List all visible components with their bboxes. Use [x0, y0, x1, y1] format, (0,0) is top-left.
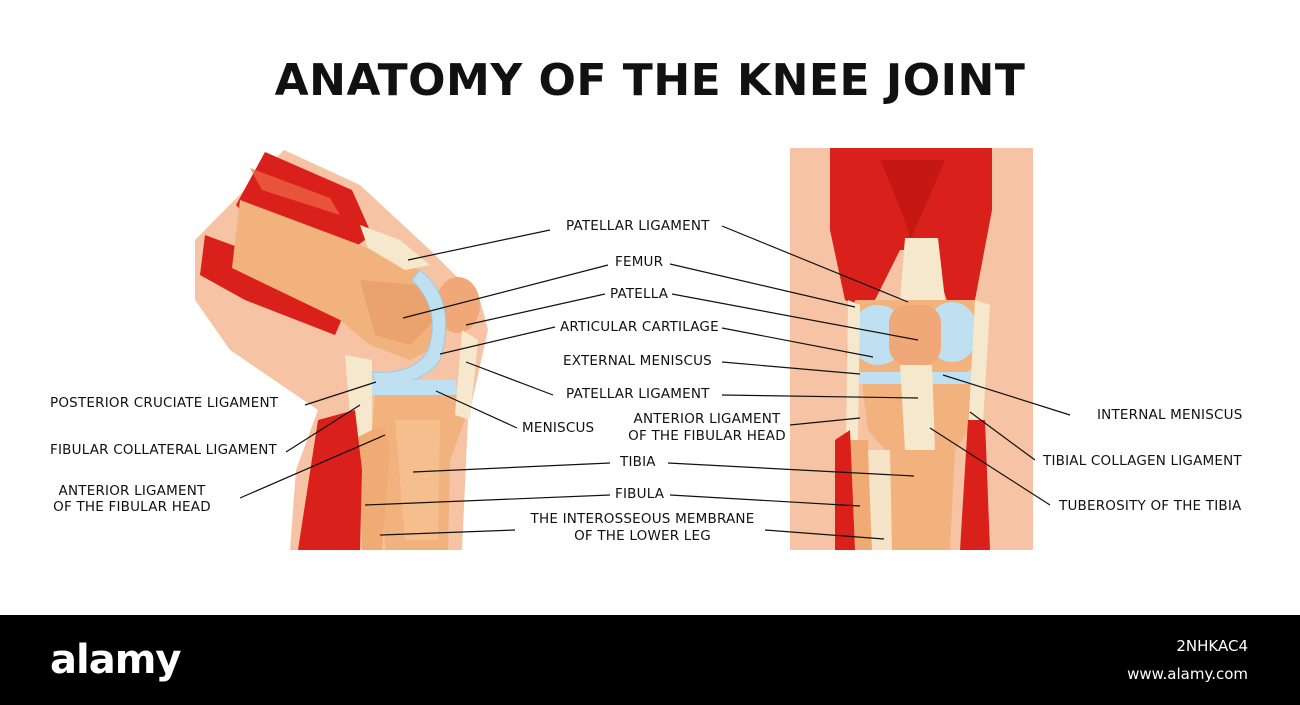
label-articular-cartilage: ARTICULAR CARTILAGE: [560, 319, 719, 335]
side-view-knee: [195, 150, 488, 550]
leader-patellar-ligament-mid-right: [721, 394, 919, 399]
leader-anterior-ligament-center: [789, 417, 861, 426]
leader-tibial-collagen: [969, 411, 1036, 461]
label-posterior-cruciate: POSTERIOR CRUCIATE LIGAMENT: [50, 395, 279, 411]
front-fibula: [848, 440, 872, 550]
leader-articular-cartilage-left: [439, 326, 556, 355]
stock-footer-bar: alamy 2NHKAC4 www.alamy.com: [0, 615, 1300, 705]
label-patella: PATELLA: [610, 286, 669, 302]
label-tibial-collagen: TIBIAL COLLAGEN LIGAMENT: [1043, 453, 1242, 469]
label-internal-meniscus: INTERNAL MENISCUS: [1097, 407, 1243, 423]
leader-femur-left: [402, 264, 609, 319]
alamy-logo: alamy: [50, 637, 181, 683]
label-tuberosity: TUBEROSITY OF THE TIBIA: [1059, 498, 1242, 514]
leader-interosseous-left: [379, 529, 516, 536]
leader-fibula-left: [364, 494, 611, 506]
leader-fibular-collateral: [285, 404, 361, 453]
leader-tibia-right: [667, 462, 915, 477]
leader-articular-cartilage-right: [721, 327, 874, 358]
side-patellar-ligament: [455, 330, 478, 420]
label-anterior-ligament-left-2: OF THE FIBULAR HEAD: [53, 499, 211, 515]
label-patellar-ligament-top: PATELLAR LIGAMENT: [566, 218, 710, 234]
knee-anatomy-illustration: [195, 148, 1071, 550]
leader-patella-right: [671, 293, 919, 341]
leader-fibula-right: [669, 494, 861, 507]
front-medial-ligament: [968, 300, 990, 440]
leader-anterior-ligament-left: [239, 434, 386, 499]
leader-patellar-ligament-top-right: [721, 225, 909, 303]
label-meniscus: MENISCUS: [522, 420, 595, 436]
leader-tuberosity: [929, 427, 1051, 506]
side-tibia-highlight: [395, 420, 440, 540]
leader-interosseous-right: [764, 529, 885, 540]
site-url: www.alamy.com: [1127, 665, 1248, 683]
label-fibula: FIBULA: [615, 486, 665, 502]
front-lower-muscle-left: [835, 430, 855, 550]
label-anterior-ligament-center-1: ANTERIOR LIGAMENT: [633, 411, 781, 427]
leader-patellar-ligament-mid-left: [465, 361, 554, 396]
label-anterior-ligament-center-2: OF THE FIBULAR HEAD: [628, 428, 786, 444]
front-patella: [889, 305, 941, 365]
side-patella: [436, 277, 480, 333]
leader-meniscus: [435, 390, 518, 429]
image-id: 2NHKAC4: [1176, 637, 1248, 655]
leader-internal-meniscus: [942, 374, 1071, 416]
label-fibular-collateral: FIBULAR COLLATERAL LIGAMENT: [50, 442, 277, 458]
leader-patellar-ligament-top-left: [407, 229, 551, 261]
label-patellar-ligament-mid: PATELLAR LIGAMENT: [566, 386, 710, 402]
label-tibia: TIBIA: [620, 454, 656, 470]
front-thigh-muscle-shade: [880, 160, 945, 240]
side-fibula: [355, 428, 390, 550]
page-title: ANATOMY OF THE KNEE JOINT: [274, 55, 1026, 106]
side-femur-shade: [360, 280, 435, 345]
leader-tibia-left: [412, 462, 611, 473]
front-view-knee: [790, 148, 1033, 550]
leader-posterior-cruciate: [304, 381, 377, 406]
front-quad-tendon: [900, 238, 945, 300]
label-interosseous-2: OF THE LOWER LEG: [574, 528, 711, 544]
label-femur: FEMUR: [615, 254, 664, 270]
side-calf-muscle: [298, 410, 362, 550]
side-thigh-muscle-highlight: [250, 168, 340, 215]
label-external-meniscus: EXTERNAL MENISCUS: [563, 353, 712, 369]
leader-external-meniscus: [721, 361, 861, 375]
front-patellar-ligament: [900, 365, 935, 450]
front-lateral-ligament: [846, 300, 860, 440]
leader-femur-right: [669, 263, 856, 308]
label-anterior-ligament-left-1: ANTERIOR LIGAMENT: [58, 483, 206, 499]
leader-patella-left: [465, 293, 606, 326]
side-meniscus: [370, 380, 458, 395]
label-interosseous-1: THE INTEROSSEOUS MEMBRANE: [530, 511, 755, 527]
leader-lines: [239, 225, 1071, 540]
front-interosseous-membrane: [868, 450, 892, 550]
